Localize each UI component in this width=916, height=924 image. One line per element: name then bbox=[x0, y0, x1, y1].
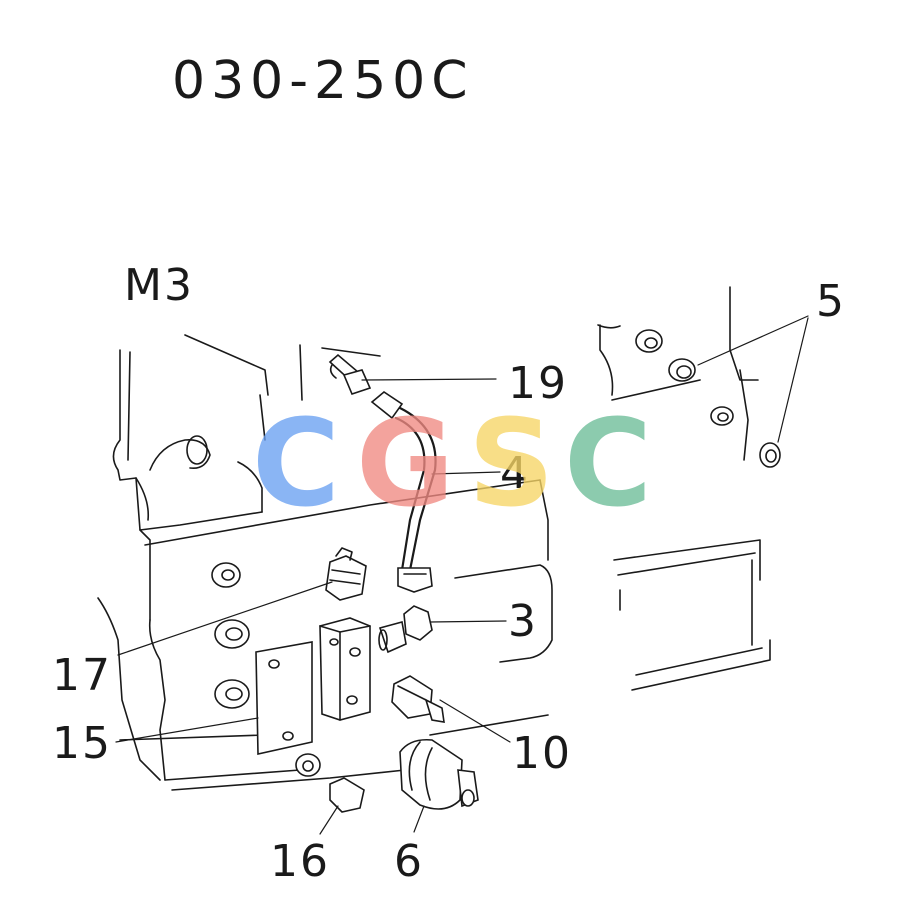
part-17-breather bbox=[117, 547, 367, 656]
callout-10: 10 bbox=[512, 728, 572, 779]
callout-6: 6 bbox=[394, 836, 424, 887]
part-5-plugs bbox=[668, 315, 809, 468]
watermark-letter-3: S bbox=[468, 395, 554, 534]
callout-17: 17 bbox=[52, 650, 112, 701]
watermark-logo: C G S C bbox=[252, 395, 652, 534]
callout-4: 4 bbox=[500, 448, 530, 499]
part-19-fitting bbox=[328, 353, 497, 395]
part-3-elbow bbox=[378, 605, 507, 654]
callout-15: 15 bbox=[52, 718, 112, 769]
part-4-pipe bbox=[370, 391, 501, 593]
watermark-letter-1: C bbox=[252, 395, 340, 534]
engine-block-left bbox=[97, 334, 549, 791]
part-6-sender bbox=[399, 738, 479, 833]
callout-16: 16 bbox=[270, 836, 330, 887]
centre-housing bbox=[454, 479, 553, 663]
view-label: M3 bbox=[124, 260, 194, 311]
callout-3: 3 bbox=[508, 596, 538, 647]
part-16-plug bbox=[295, 753, 365, 835]
part-15-bracket bbox=[115, 617, 371, 755]
part-10-switch bbox=[391, 675, 511, 743]
callout-5: 5 bbox=[816, 276, 846, 327]
diagram-code: 030-250C bbox=[172, 51, 474, 111]
watermark-letter-2: G bbox=[356, 395, 455, 534]
watermark-letter-4: C bbox=[564, 395, 652, 534]
callout-labels: 19 5 4 3 17 15 10 16 6 bbox=[52, 276, 846, 887]
engine-block-right bbox=[597, 286, 771, 691]
callout-19: 19 bbox=[508, 358, 568, 409]
